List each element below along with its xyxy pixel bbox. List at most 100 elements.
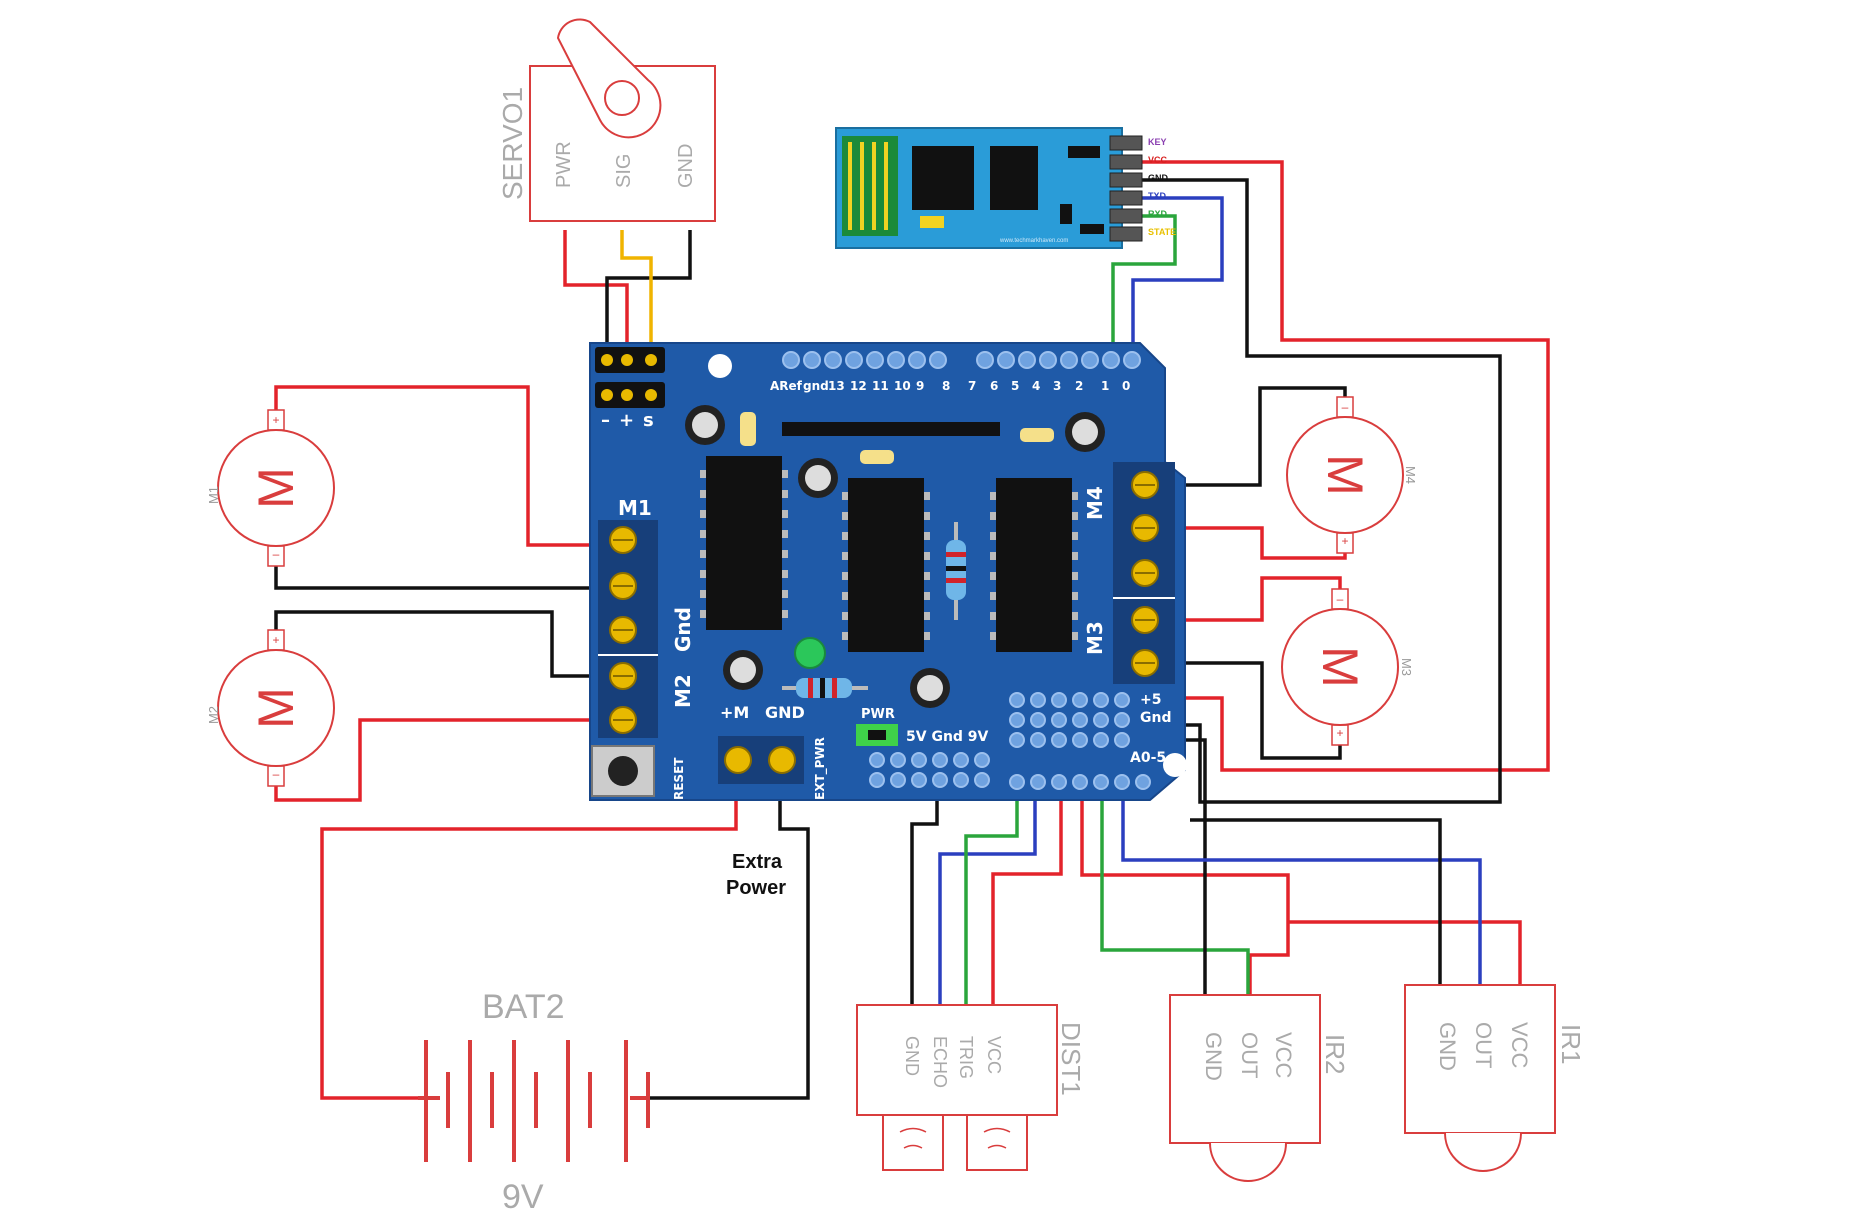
analog-header-pin bbox=[1135, 774, 1151, 790]
ir1-body bbox=[1404, 984, 1556, 1134]
motor-body bbox=[217, 429, 335, 547]
bt-component-3 bbox=[1080, 224, 1104, 234]
bt-crystal bbox=[920, 216, 944, 228]
analog-header-pin bbox=[1009, 774, 1025, 790]
bt-pin-txd: TXD bbox=[1148, 191, 1167, 201]
digital-pin bbox=[887, 351, 905, 369]
resistor-vertical bbox=[946, 522, 966, 620]
power-header-pin bbox=[974, 772, 990, 788]
dist-gnd-wire bbox=[910, 780, 939, 1005]
ic-pin bbox=[782, 550, 788, 558]
bt-vcc-wire bbox=[1127, 160, 1550, 772]
motor-minus-label: – bbox=[1337, 592, 1344, 606]
label-reset: RESET bbox=[672, 757, 686, 800]
label-plus-m: +M bbox=[720, 703, 749, 722]
ic-pin bbox=[1072, 572, 1078, 580]
analog-header-pin bbox=[1030, 774, 1046, 790]
motor-name: M1 bbox=[206, 486, 221, 504]
m1-plus-wire bbox=[274, 385, 590, 547]
ir2-pin-gnd: GND bbox=[1201, 1032, 1226, 1081]
digital-pin-label: 5 bbox=[1011, 379, 1019, 393]
digital-pin bbox=[845, 351, 863, 369]
resistor-horizontal bbox=[782, 678, 868, 698]
ic-pin bbox=[924, 632, 930, 640]
motor-icon: M bbox=[248, 467, 304, 509]
m4-minus-wire bbox=[1175, 386, 1347, 487]
ic-pin bbox=[990, 492, 996, 500]
ic-pin bbox=[842, 572, 848, 580]
wires bbox=[274, 160, 1550, 1100]
analog-header-pin bbox=[1072, 774, 1088, 790]
dist-name: DIST1 bbox=[1056, 1022, 1086, 1096]
motor-minus-label: – bbox=[273, 547, 280, 561]
ic-pin bbox=[990, 572, 996, 580]
ic-pin bbox=[700, 550, 706, 558]
motor-minus-label: – bbox=[273, 767, 280, 781]
motor-plus-label: + bbox=[1341, 534, 1348, 548]
label-m4: M4 bbox=[1083, 486, 1107, 520]
ir1-vcc-wire bbox=[1288, 920, 1522, 985]
analog-header-pin bbox=[1072, 712, 1088, 728]
label-gnd-right: Gnd bbox=[1140, 710, 1171, 726]
label-gnd-terminal: GND bbox=[765, 703, 805, 722]
dist-pin-vcc: VCC bbox=[984, 1036, 1004, 1074]
servo-pin-pwr: PWR bbox=[553, 141, 575, 188]
digital-pin-label: gnd bbox=[803, 379, 829, 393]
analog-header-pin bbox=[1093, 712, 1109, 728]
battery-minus-wire bbox=[650, 800, 810, 1100]
motor-body bbox=[217, 649, 335, 767]
bt-tiny-text: www.techmarkhaven.com bbox=[999, 238, 1068, 244]
bt-rxd-wire bbox=[1111, 214, 1177, 360]
motor-body bbox=[1286, 416, 1404, 534]
digital-pin bbox=[1123, 351, 1141, 369]
m2-minus-wire bbox=[274, 610, 590, 678]
digital-pin bbox=[782, 351, 800, 369]
power-header-pins bbox=[869, 752, 990, 788]
label-gnd-left: Gnd bbox=[671, 607, 695, 652]
ic-pin bbox=[782, 510, 788, 518]
digital-pin bbox=[866, 351, 884, 369]
bt-pin-gnd: GND bbox=[1148, 173, 1169, 183]
ic-pin bbox=[924, 512, 930, 520]
digital-header bbox=[782, 351, 1141, 369]
ir1-sensor: IR1 VCC OUT GND bbox=[1404, 984, 1586, 1172]
ic-pin bbox=[782, 570, 788, 578]
digital-pin-label: 7 bbox=[968, 379, 976, 393]
digital-pin bbox=[908, 351, 926, 369]
bt-pin-rxd: RXD bbox=[1148, 209, 1168, 219]
ir1-pin-vcc: VCC bbox=[1507, 1022, 1532, 1069]
ic-pin bbox=[700, 590, 706, 598]
dist-pin-gnd: GND bbox=[902, 1036, 922, 1076]
power-header-pin bbox=[890, 772, 906, 788]
motor-icon: M bbox=[248, 687, 304, 729]
digital-pin bbox=[803, 351, 821, 369]
left-screws bbox=[609, 526, 637, 734]
analog-header-pin bbox=[1093, 774, 1109, 790]
ir1-led-icon bbox=[1444, 1132, 1522, 1172]
right-screws bbox=[1131, 471, 1159, 677]
mounting-hole-right bbox=[1163, 753, 1187, 777]
smd-part-3 bbox=[1020, 428, 1054, 442]
label-power-header: 5V Gnd 9V bbox=[906, 729, 989, 745]
dist-body bbox=[856, 1004, 1058, 1116]
motors: M+–M1M+–M2M+–M3M+–M4 bbox=[206, 396, 1418, 787]
ic-pin bbox=[1072, 592, 1078, 600]
digital-pin-label: ARef bbox=[770, 379, 803, 393]
servo-header-minus: – bbox=[601, 410, 610, 431]
bt-pin-vcc: VCC bbox=[1148, 155, 1168, 165]
ir1-pin-gnd: GND bbox=[1435, 1022, 1460, 1071]
bt-pin-key: KEY bbox=[1148, 137, 1167, 147]
bluetooth-module: www.techmarkhaven.com KEY VCC GND TXD RX… bbox=[835, 127, 1176, 249]
ic-pin bbox=[842, 492, 848, 500]
ic-pin bbox=[842, 592, 848, 600]
ic-pin bbox=[782, 610, 788, 618]
battery-voltage: 9V bbox=[502, 1178, 544, 1216]
ic-pin bbox=[782, 590, 788, 598]
power-header-pin bbox=[932, 752, 948, 768]
servo-header: – + s bbox=[595, 347, 665, 431]
digital-pin bbox=[1081, 351, 1099, 369]
motor-body bbox=[1281, 608, 1399, 726]
ir2-name: IR2 bbox=[1320, 1034, 1350, 1074]
